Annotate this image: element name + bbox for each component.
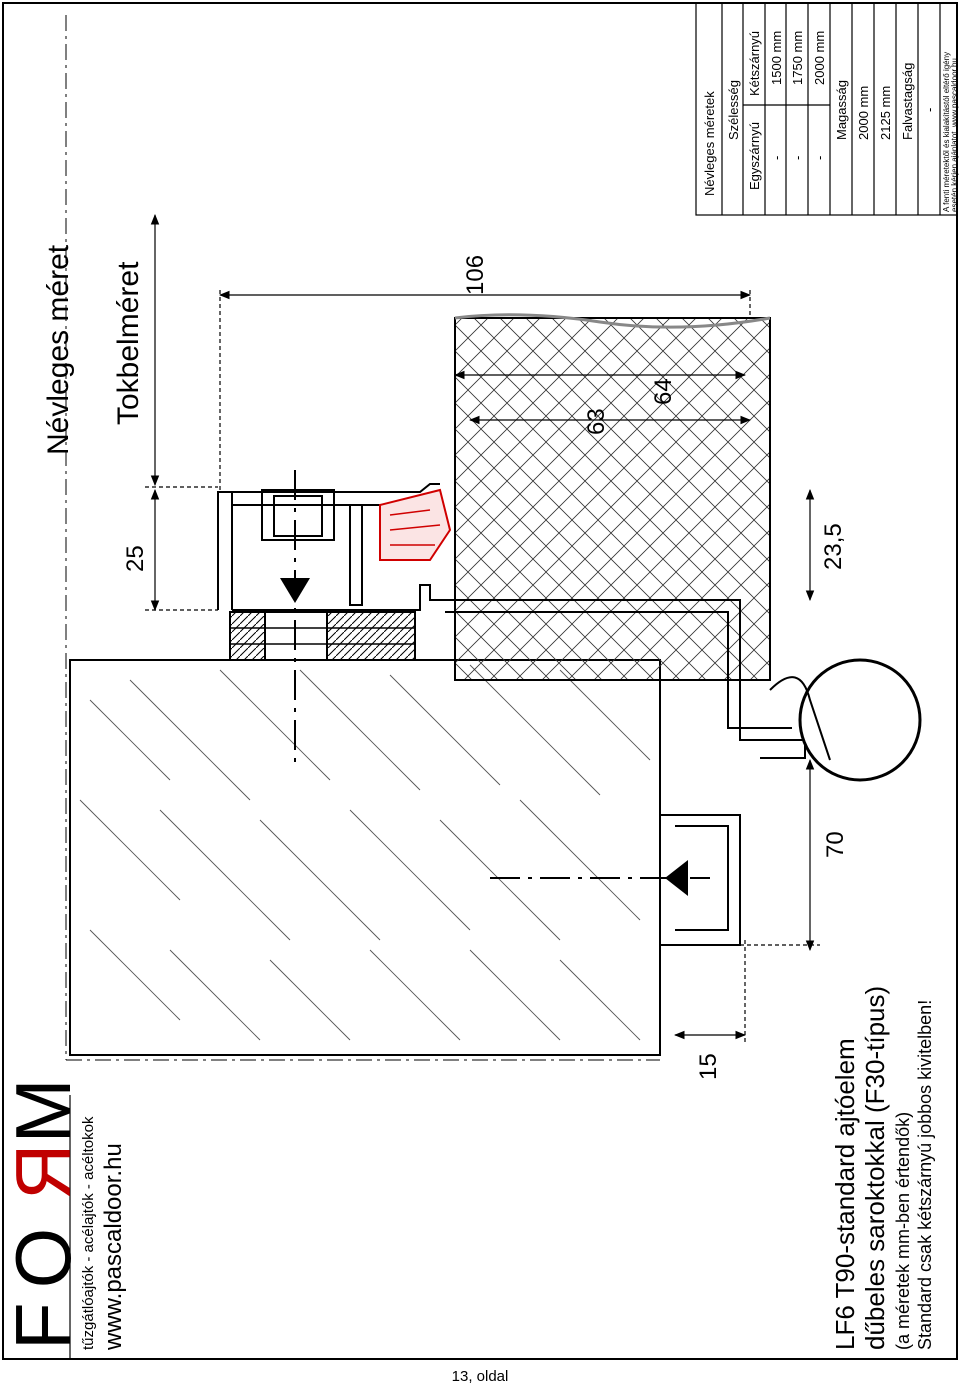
hinge-knob xyxy=(798,658,922,782)
table-col-single: Egyszárnyú xyxy=(747,122,762,190)
table-row3-double: 2000 mm xyxy=(812,30,827,85)
table-note-2: esetén kérjen ajánlatot. www.pascaldoor.… xyxy=(950,58,959,212)
table-height-1: 2000 mm xyxy=(856,85,871,140)
dim-23-5: 23,5 xyxy=(820,523,847,570)
logo-letter-o: O xyxy=(0,1213,87,1289)
page-number: 13, oldal xyxy=(451,1368,509,1385)
wood-pads xyxy=(229,611,416,661)
wall-section xyxy=(69,659,661,1056)
logo-letter-m: M xyxy=(0,1064,87,1144)
drawing-title-line3: (a méretek mm-ben értendők) xyxy=(893,1111,913,1350)
table-height-2: 2125 mm xyxy=(878,85,893,140)
dimensions-table-frame xyxy=(695,2,958,216)
table-width-label: Szélesség xyxy=(726,80,741,140)
dim-63: 63 xyxy=(583,408,610,435)
sheet-border xyxy=(2,2,958,1360)
drawing-title-line2: dűbeles saroktokkal (F30-típus) xyxy=(860,985,890,1350)
drawing-title-line4: Standard csak kétszárnyú jobbos kivitelb… xyxy=(915,999,935,1350)
brand-logo: FORM xyxy=(0,1064,89,1350)
table-height-label: Magasság xyxy=(834,80,849,140)
table-heading: Névleges méretek xyxy=(702,91,717,196)
table-row3-single: - xyxy=(812,155,827,160)
nominal-size-label: Névleges méret xyxy=(42,244,75,455)
dim-70: 70 xyxy=(822,831,849,858)
red-gasket xyxy=(379,488,452,561)
table-row2-double: 1750 mm xyxy=(790,30,805,85)
dim-106: 106 xyxy=(462,254,489,295)
table-wall-label: Falvastagság xyxy=(900,62,915,140)
table-row1-single: - xyxy=(769,155,784,160)
door-leaf xyxy=(454,313,771,681)
brand-url[interactable]: www.pascaldoor.hu xyxy=(100,1143,127,1350)
technical-drawing xyxy=(2,2,958,1360)
dim-64: 64 xyxy=(650,378,677,405)
logo-letter-f: F xyxy=(0,1288,87,1350)
drawing-title-line1: LF6 T90-standard ajtóelem xyxy=(830,1038,860,1350)
drawing-sheet: Névleges méret Tokbelméret 25 106 64 63 … xyxy=(0,2,959,1360)
axis-arrow-left xyxy=(665,860,688,896)
brand-tagline: tűzgátlóajtók - acélajtók - acéltokok xyxy=(80,1116,97,1350)
steel-frame-profile xyxy=(217,483,806,946)
dim-15: 15 xyxy=(695,1053,722,1080)
table-row2-single: - xyxy=(790,155,805,160)
frame-inner-size-label: Tokbelméret xyxy=(112,261,145,425)
dim-25: 25 xyxy=(122,545,149,572)
axis-arrow-down xyxy=(280,578,310,603)
table-wall-value: - xyxy=(922,107,937,112)
table-col-double: Kétszárnyú xyxy=(747,30,762,96)
table-row1-double: 1500 mm xyxy=(769,30,784,85)
logo-letter-r: R xyxy=(0,1143,87,1214)
